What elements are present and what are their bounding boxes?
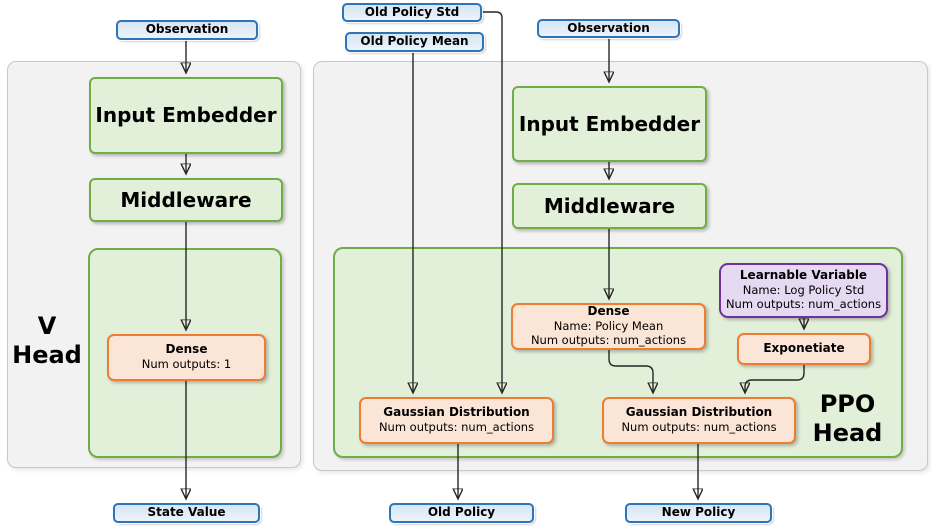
v-head-label: V Head <box>12 312 82 370</box>
middleware-node-right: Middleware <box>512 183 707 229</box>
exponetiate-node: Exponetiate <box>737 333 871 365</box>
dense-policy-mean-title: Dense <box>587 304 630 319</box>
gaussian-new-title: Gaussian Distribution <box>625 405 773 420</box>
observation-node-left: Observation <box>116 20 258 40</box>
v-head-label-line1: V <box>37 312 57 340</box>
gaussian-old-num-outputs: Num outputs: num_actions <box>378 420 535 435</box>
learnable-variable-num-outputs: Num outputs: num_actions <box>725 297 882 312</box>
dense-node-left: Dense Num outputs: 1 <box>107 334 266 381</box>
gaussian-new-num-outputs: Num outputs: num_actions <box>621 420 777 435</box>
dense-policy-mean-name: Name: Policy Mean <box>553 319 664 334</box>
gaussian-old-title: Gaussian Distribution <box>383 405 530 420</box>
middleware-node-left: Middleware <box>89 178 283 222</box>
ppo-head-label: PPO Head <box>810 390 885 448</box>
old-policy-output-node: Old Policy <box>389 503 534 523</box>
input-embedder-node-right: Input Embedder <box>512 86 707 162</box>
observation-node-right: Observation <box>537 19 680 38</box>
dense-policy-mean-node: Dense Name: Policy Mean Num outputs: num… <box>511 303 706 350</box>
learnable-variable-name: Name: Log Policy Std <box>742 283 865 298</box>
ppo-head-label-line1: PPO <box>819 390 876 418</box>
old-policy-std-node: Old Policy Std <box>342 3 482 22</box>
learnable-variable-node: Learnable Variable Name: Log Policy Std … <box>719 263 888 318</box>
v-head-label-line2: Head <box>12 341 82 369</box>
exponetiate-title: Exponetiate <box>763 341 845 356</box>
state-value-node: State Value <box>113 503 260 523</box>
gaussian-distribution-new-node: Gaussian Distribution Num outputs: num_a… <box>602 397 796 444</box>
dense-policy-mean-num-outputs: Num outputs: num_actions <box>530 333 687 348</box>
ppo-head-label-line2: Head <box>812 419 883 447</box>
dense-left-title: Dense <box>165 342 208 357</box>
dense-left-num-outputs: Num outputs: 1 <box>141 357 232 372</box>
new-policy-output-node: New Policy <box>625 503 772 523</box>
gaussian-distribution-old-node: Gaussian Distribution Num outputs: num_a… <box>359 397 554 444</box>
learnable-variable-title: Learnable Variable <box>739 268 868 283</box>
input-embedder-node-left: Input Embedder <box>89 77 283 154</box>
old-policy-mean-node: Old Policy Mean <box>345 32 484 52</box>
